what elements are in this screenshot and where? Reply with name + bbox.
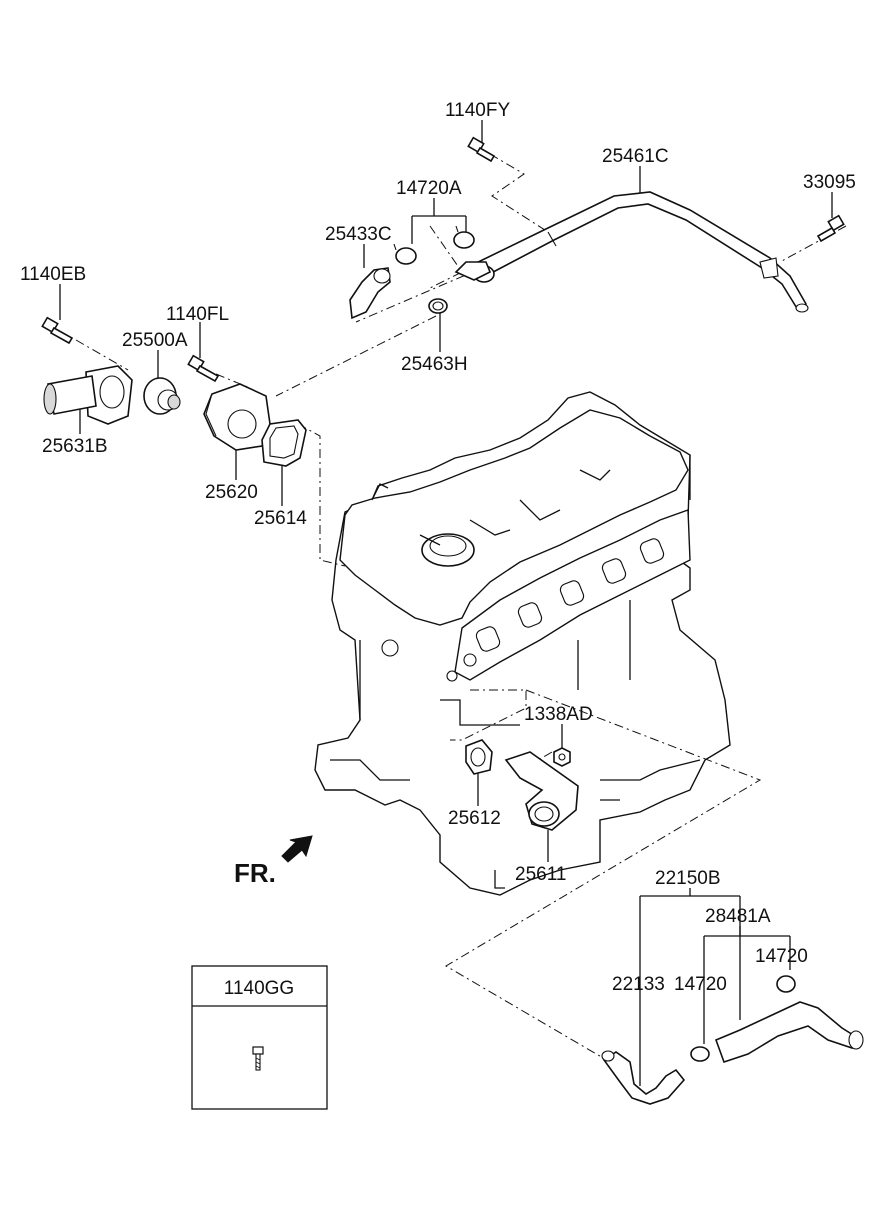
hose-22150b	[601, 1050, 686, 1105]
bolt-1140fy	[467, 136, 496, 163]
callout-25620: 25620	[205, 482, 258, 503]
callout-33095: 33095	[803, 172, 856, 193]
inset-box-1140gg: 1140GG	[191, 965, 328, 1110]
callout-1140fy: 1140FY	[445, 100, 510, 121]
direction-label: FR.	[234, 858, 276, 888]
bolt-1140eb	[41, 316, 74, 345]
callout-25631b: 25631B	[42, 436, 108, 457]
clamp-14720-top	[776, 975, 796, 993]
clamp-14720-mid	[690, 1046, 710, 1062]
callout-1140eb: 1140EB	[20, 264, 86, 285]
callout-1338ad: 1338AD	[524, 704, 593, 725]
fitting-25631b	[43, 365, 133, 425]
gasket-25614	[261, 419, 307, 467]
callout-labels: 1140FY 25461C 33095 14720A 25433C 1140EB…	[20, 100, 856, 995]
callout-14720-mid: 14720	[674, 974, 727, 995]
housing-25620	[203, 383, 271, 451]
bolt-1140fl	[187, 354, 220, 383]
clamp-14720a	[393, 225, 475, 265]
callout-28481a: 28481A	[705, 906, 771, 927]
bolt-33095	[816, 214, 845, 243]
hose-28481a	[714, 1001, 864, 1064]
gasket-25612	[465, 739, 493, 775]
callout-14720a: 14720A	[396, 178, 462, 199]
callout-22150b: 22150B	[655, 868, 721, 889]
front-arrow	[281, 835, 313, 863]
pipe-25611	[504, 751, 579, 831]
inset-box-title: 1140GG	[224, 978, 294, 999]
callout-25500a: 25500A	[122, 330, 188, 351]
thermostat-25500a	[143, 377, 181, 415]
callout-25612: 25612	[448, 808, 501, 829]
hose-25433c	[349, 261, 492, 320]
nut-1338ad	[553, 747, 571, 767]
pipe-25461c	[468, 191, 809, 313]
screw-icon	[252, 1046, 264, 1071]
callout-25611: 25611	[515, 864, 566, 885]
callout-22133: 22133	[612, 974, 665, 995]
callout-14720-top: 14720	[755, 946, 808, 967]
engine-block	[314, 391, 731, 896]
leader-lines	[59, 120, 833, 1086]
callout-25463h: 25463H	[401, 354, 468, 375]
callout-1140fl: 1140FL	[166, 304, 229, 325]
callout-25433c: 25433C	[325, 224, 392, 245]
callout-25461c: 25461C	[602, 146, 669, 167]
callout-25614: 25614	[254, 508, 307, 529]
oring-25463h	[428, 298, 448, 314]
